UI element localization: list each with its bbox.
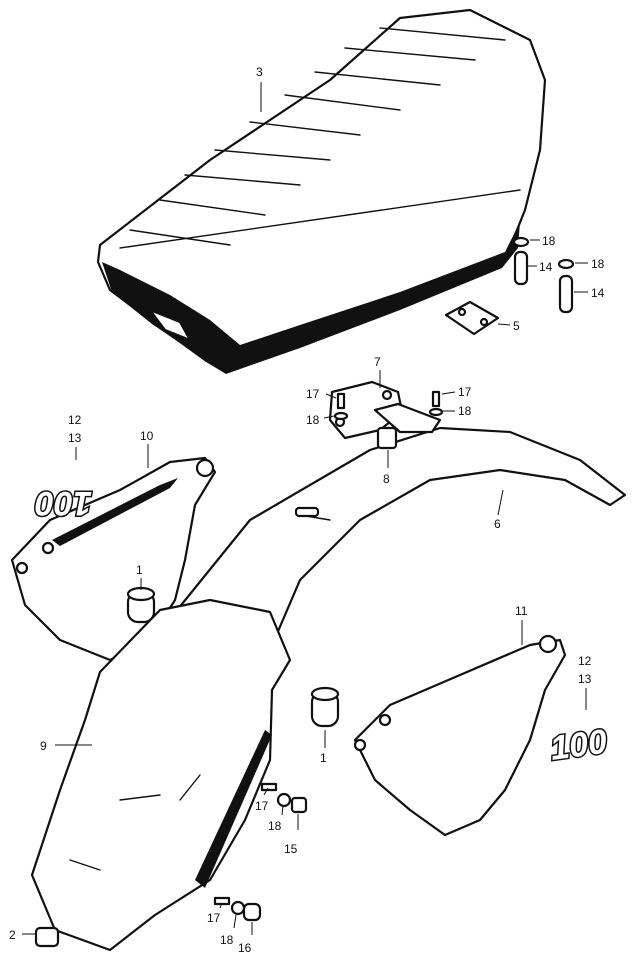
inner-fender-part bbox=[30, 598, 292, 952]
callout-13-left: 13 bbox=[68, 431, 82, 445]
callout-3: 3 bbox=[256, 65, 263, 79]
callout-9: 9 bbox=[40, 739, 47, 753]
callout-15: 15 bbox=[284, 842, 298, 856]
callout-10: 10 bbox=[140, 429, 154, 443]
leader-17-c bbox=[263, 787, 269, 796]
callout-6: 6 bbox=[494, 517, 501, 531]
callout-18-d: 18 bbox=[591, 257, 605, 271]
seat-hardware bbox=[444, 236, 575, 336]
callout-1-b: 1 bbox=[320, 751, 327, 765]
callout-1-a: 1 bbox=[136, 563, 143, 577]
callout-18-f: 18 bbox=[220, 933, 234, 947]
bracket-fasteners bbox=[333, 390, 444, 421]
lower-fasteners bbox=[213, 782, 308, 922]
callout-8: 8 bbox=[383, 472, 390, 486]
callout-2: 2 bbox=[9, 928, 16, 942]
leader-18-a bbox=[323, 415, 335, 419]
badge-100-right: 100 bbox=[548, 722, 610, 768]
leader-6 bbox=[497, 489, 504, 516]
leader-17-a bbox=[325, 393, 337, 399]
badge-100-left: 100 bbox=[35, 484, 92, 522]
callout-5: 5 bbox=[513, 319, 520, 333]
leader-17-b bbox=[441, 391, 456, 395]
callout-17-c: 17 bbox=[255, 799, 269, 813]
callout-13-right: 13 bbox=[578, 672, 592, 686]
callout-12-left: 12 bbox=[68, 413, 82, 427]
callout-18-e: 18 bbox=[268, 819, 282, 833]
callout-18-a: 18 bbox=[306, 413, 320, 427]
callout-17-d: 17 bbox=[207, 911, 221, 925]
callout-18-c: 18 bbox=[542, 234, 556, 248]
callout-11: 11 bbox=[515, 604, 528, 618]
callout-17-a: 17 bbox=[306, 387, 320, 401]
callout-18-b: 18 bbox=[458, 404, 472, 418]
callout-14-b: 14 bbox=[591, 286, 605, 300]
callout-17-b: 17 bbox=[458, 385, 472, 399]
callout-12-right: 12 bbox=[578, 654, 592, 668]
leader-18-e bbox=[281, 805, 284, 816]
seat-part bbox=[96, 8, 547, 374]
leader-17-d bbox=[219, 902, 223, 909]
leader-18-f bbox=[233, 914, 237, 929]
callout-16: 16 bbox=[238, 941, 252, 955]
leader-5 bbox=[497, 323, 511, 326]
clip-part bbox=[34, 926, 60, 948]
right-side-cover-part bbox=[353, 634, 567, 837]
callout-7: 7 bbox=[374, 355, 381, 369]
callout-14-a: 14 bbox=[539, 260, 553, 274]
